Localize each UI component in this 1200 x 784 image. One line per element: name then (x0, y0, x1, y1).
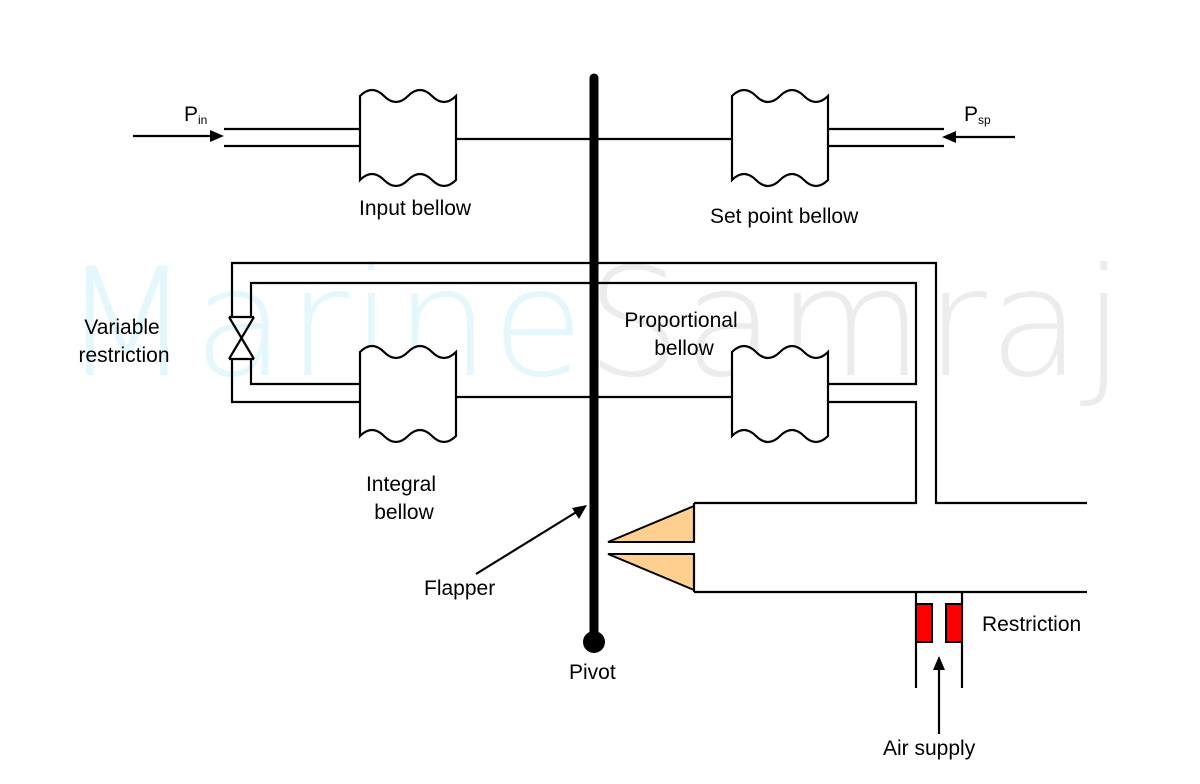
variable-restriction-label-line1: Variable (84, 316, 160, 339)
flapper-label: Flapper (424, 577, 495, 600)
set-point-signal-line (828, 127, 1015, 148)
p-in-main: P (184, 103, 198, 126)
watermark-part1: Marine (62, 237, 586, 411)
p-in-label: Pin (184, 103, 207, 127)
proportional-bellow (730, 344, 830, 444)
p-sp-subscript: sp (978, 113, 991, 127)
proportional-bellow-label-line2: bellow (654, 337, 714, 360)
watermark-part2: Samraj (586, 237, 1127, 411)
integral-bellow-label-line1: Integral (366, 473, 436, 496)
input-signal-line (133, 127, 360, 148)
flapper-pointer-arrow (475, 505, 587, 575)
restriction-left (915, 603, 933, 643)
nozzle (607, 503, 696, 592)
air-supply-label: Air supply (883, 737, 976, 760)
variable-restriction-valve (228, 315, 255, 361)
air-supply-arrow (933, 656, 945, 734)
input-bellow-label: Input bellow (359, 197, 472, 220)
pivot-point (583, 631, 605, 653)
p-sp-main: P (964, 103, 978, 126)
p-sp-label: Psp (964, 103, 991, 127)
p-in-subscript: in (198, 113, 207, 127)
watermark: MarineSamraj (62, 237, 1127, 411)
input-bellow (358, 88, 458, 188)
air-supply-restriction (914, 592, 964, 688)
restriction-label: Restriction (982, 613, 1081, 636)
integral-bellow (358, 344, 458, 444)
integral-bellow-label-line2: bellow (374, 501, 434, 524)
variable-restriction-label-line2: restriction (78, 344, 169, 367)
set-point-bellow (730, 88, 830, 188)
set-point-bellow-label: Set point bellow (710, 205, 859, 228)
pivot-label: Pivot (569, 661, 616, 684)
proportional-bellow-label-line1: Proportional (624, 309, 737, 332)
restriction-right (945, 603, 963, 643)
